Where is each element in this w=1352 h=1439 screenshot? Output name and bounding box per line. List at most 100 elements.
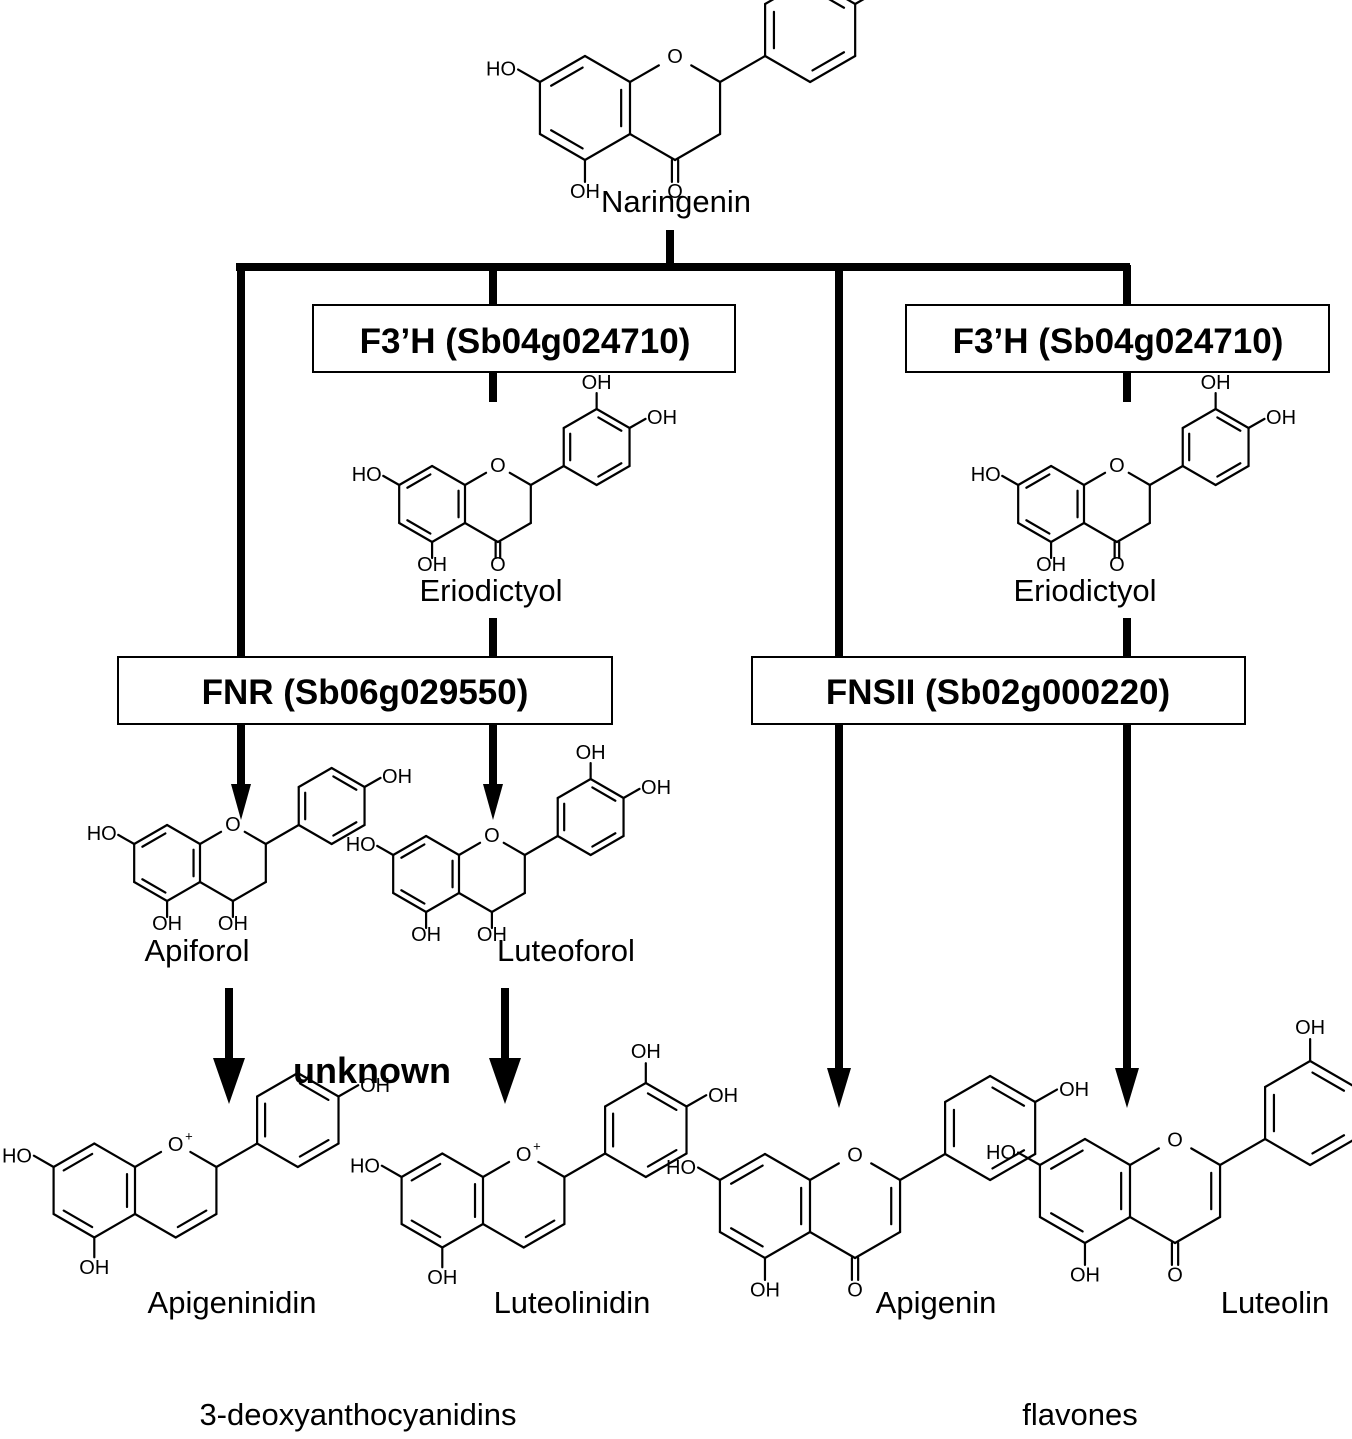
double-bond — [332, 821, 358, 837]
bond — [481, 1160, 511, 1179]
hydroxyl-3prime-label: OH — [631, 1041, 661, 1063]
bond — [763, 1230, 812, 1260]
double-bond — [400, 889, 426, 905]
bond — [538, 54, 587, 84]
bond — [1017, 521, 1053, 544]
double-bond — [1025, 519, 1051, 535]
bond — [1083, 1137, 1132, 1167]
bond — [854, 0, 865, 6]
double-bond — [597, 416, 623, 432]
hydroxyl-7-label: HO — [971, 464, 1001, 486]
hydroxyl-7-label: HO — [350, 1155, 380, 1177]
box-fnsii — [751, 656, 1246, 725]
bond — [424, 891, 461, 914]
bond — [264, 823, 300, 846]
ring-oxygen-label: O — [1109, 455, 1125, 477]
bond — [1218, 1137, 1267, 1167]
bond — [628, 64, 660, 84]
bond — [496, 521, 532, 544]
bond — [296, 1142, 340, 1169]
enzyme-f3h-left: F3’H (Sb04g024710) — [360, 322, 691, 361]
bond — [457, 891, 494, 914]
bond — [556, 834, 592, 857]
hydroxyl-3prime-label: OH — [1201, 372, 1231, 394]
compound-naringenin: Naringenin — [601, 184, 751, 219]
bond — [1309, 1059, 1352, 1087]
bond — [622, 787, 641, 800]
bond — [522, 1222, 566, 1249]
hydroxyl-5-label: OH — [411, 924, 441, 946]
bond — [538, 132, 587, 162]
bond — [808, 1230, 857, 1260]
hydroxyl-5-label: OH — [570, 181, 600, 203]
hydroxyl-4prime-label: OH — [879, 0, 909, 3]
bond — [231, 880, 267, 903]
double-bond — [730, 1227, 764, 1248]
enzyme-f3h-right: F3’H (Sb04g024710) — [953, 322, 1284, 361]
bond — [52, 1142, 96, 1169]
double-bond — [1311, 1134, 1346, 1155]
arrow-to-luteolin-head — [1115, 1068, 1139, 1108]
bond — [583, 132, 632, 162]
compound-eriodictyol-left: Eriodictyol — [420, 573, 563, 608]
double-bond — [298, 1082, 330, 1101]
bond — [604, 1152, 647, 1179]
bond — [117, 833, 136, 846]
bond — [1016, 1151, 1042, 1167]
double-bond — [828, 0, 846, 9]
double-bond — [176, 1209, 208, 1229]
bond — [297, 823, 333, 846]
bond — [1214, 407, 1250, 430]
ring-oxygen-label: O — [168, 1134, 184, 1156]
bond — [563, 1152, 607, 1179]
bond — [685, 1094, 708, 1108]
hydroxyl-5-label: OH — [427, 1267, 457, 1289]
bond — [481, 1222, 525, 1249]
bond — [696, 1166, 722, 1182]
bond — [380, 1164, 403, 1179]
hydroxyl-5-label: OH — [152, 913, 182, 935]
ring-oxygen-label: O — [667, 46, 683, 68]
arrow-to-luteoforol-head — [483, 784, 503, 820]
bond — [604, 1081, 647, 1108]
bond — [502, 841, 526, 857]
double-bond — [410, 1162, 442, 1182]
enzyme-fnsii: FNSII (Sb02g000220) — [826, 673, 1170, 712]
bond — [1128, 1215, 1177, 1245]
double-bond — [597, 462, 623, 478]
hydroxyl-5-label: OH — [417, 554, 447, 576]
bond — [93, 1142, 137, 1169]
double-bond — [524, 1219, 556, 1239]
hydroxyl-7-label: HO — [87, 823, 117, 845]
hydroxyl-7-label: HO — [346, 834, 376, 856]
arrow-to-apigenin-head — [827, 1068, 851, 1108]
double-bond — [591, 786, 617, 802]
bond — [1038, 1137, 1087, 1167]
ring-oxygen-label: O — [484, 825, 500, 847]
bond — [430, 521, 467, 544]
bond — [337, 1084, 360, 1098]
bond — [1148, 464, 1184, 487]
bond — [215, 1142, 259, 1169]
bond — [430, 464, 467, 487]
double-bond — [410, 1219, 442, 1239]
double-bond — [332, 775, 358, 791]
bond — [1017, 464, 1053, 487]
bond — [165, 880, 202, 903]
carbonyl-oxygen-label: O — [490, 554, 506, 576]
double-bond — [550, 129, 584, 150]
bond — [808, 1162, 840, 1182]
bond — [870, 1162, 902, 1182]
positive-charge-label: + — [185, 1128, 193, 1143]
bond — [1034, 1088, 1059, 1104]
bond — [1115, 521, 1151, 544]
hydroxyl-3prime-label: OH — [1295, 1017, 1325, 1039]
double-bond — [406, 519, 432, 535]
hydroxyl-7-label: HO — [486, 59, 516, 81]
double-bond — [141, 878, 167, 894]
hydroxyl-5-label: OH — [1070, 1265, 1100, 1287]
